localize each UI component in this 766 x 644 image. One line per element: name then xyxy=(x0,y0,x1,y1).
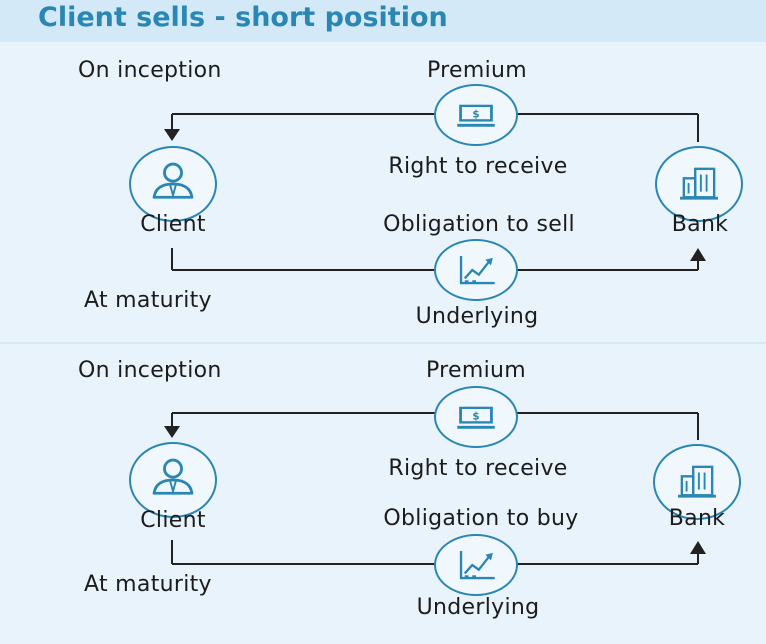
obligation-label: Obligation to buy xyxy=(383,506,579,531)
arrow-head-up xyxy=(690,248,706,261)
panel-divider xyxy=(0,342,766,344)
chart-trend-icon xyxy=(434,239,518,301)
bank-building-icon xyxy=(655,146,743,222)
page-title: Client sells - short position xyxy=(38,2,448,33)
at-maturity-label: At maturity xyxy=(84,572,212,597)
bank-label: Bank xyxy=(668,506,726,531)
panel-buy-obligation: On inception Premium $ Client Right to r… xyxy=(0,344,766,644)
money-symbol: $ xyxy=(472,410,479,422)
arrow-head-up xyxy=(690,541,706,554)
money-icon: $ xyxy=(434,84,518,146)
flow-lines xyxy=(164,412,706,565)
on-inception-label: On inception xyxy=(78,358,222,383)
right-to-receive-label: Right to receive xyxy=(388,456,568,481)
client-label: Client xyxy=(140,212,206,237)
money-icon: $ xyxy=(434,386,518,448)
title-bar: Client sells - short position xyxy=(0,0,766,42)
arrow-head-down xyxy=(164,129,180,141)
chart-trend-icon xyxy=(434,534,518,596)
on-inception-label: On inception xyxy=(78,58,222,83)
bank-label: Bank xyxy=(671,212,729,237)
arrow-head-down xyxy=(164,426,180,438)
panel-sell-obligation: On inception Premium $ Client Right to r… xyxy=(0,42,766,342)
right-to-receive-label: Right to receive xyxy=(388,154,568,179)
money-symbol: $ xyxy=(472,108,479,120)
bank-building-icon xyxy=(653,444,741,520)
client-label: Client xyxy=(140,508,206,533)
underlying-label: Underlying xyxy=(415,304,539,329)
at-maturity-label: At maturity xyxy=(84,288,212,313)
obligation-label: Obligation to sell xyxy=(383,212,575,237)
client-person-icon xyxy=(129,442,217,518)
client-person-icon xyxy=(129,146,217,222)
premium-label: Premium xyxy=(427,58,527,83)
premium-label: Premium xyxy=(426,358,526,383)
underlying-label: Underlying xyxy=(416,595,540,620)
